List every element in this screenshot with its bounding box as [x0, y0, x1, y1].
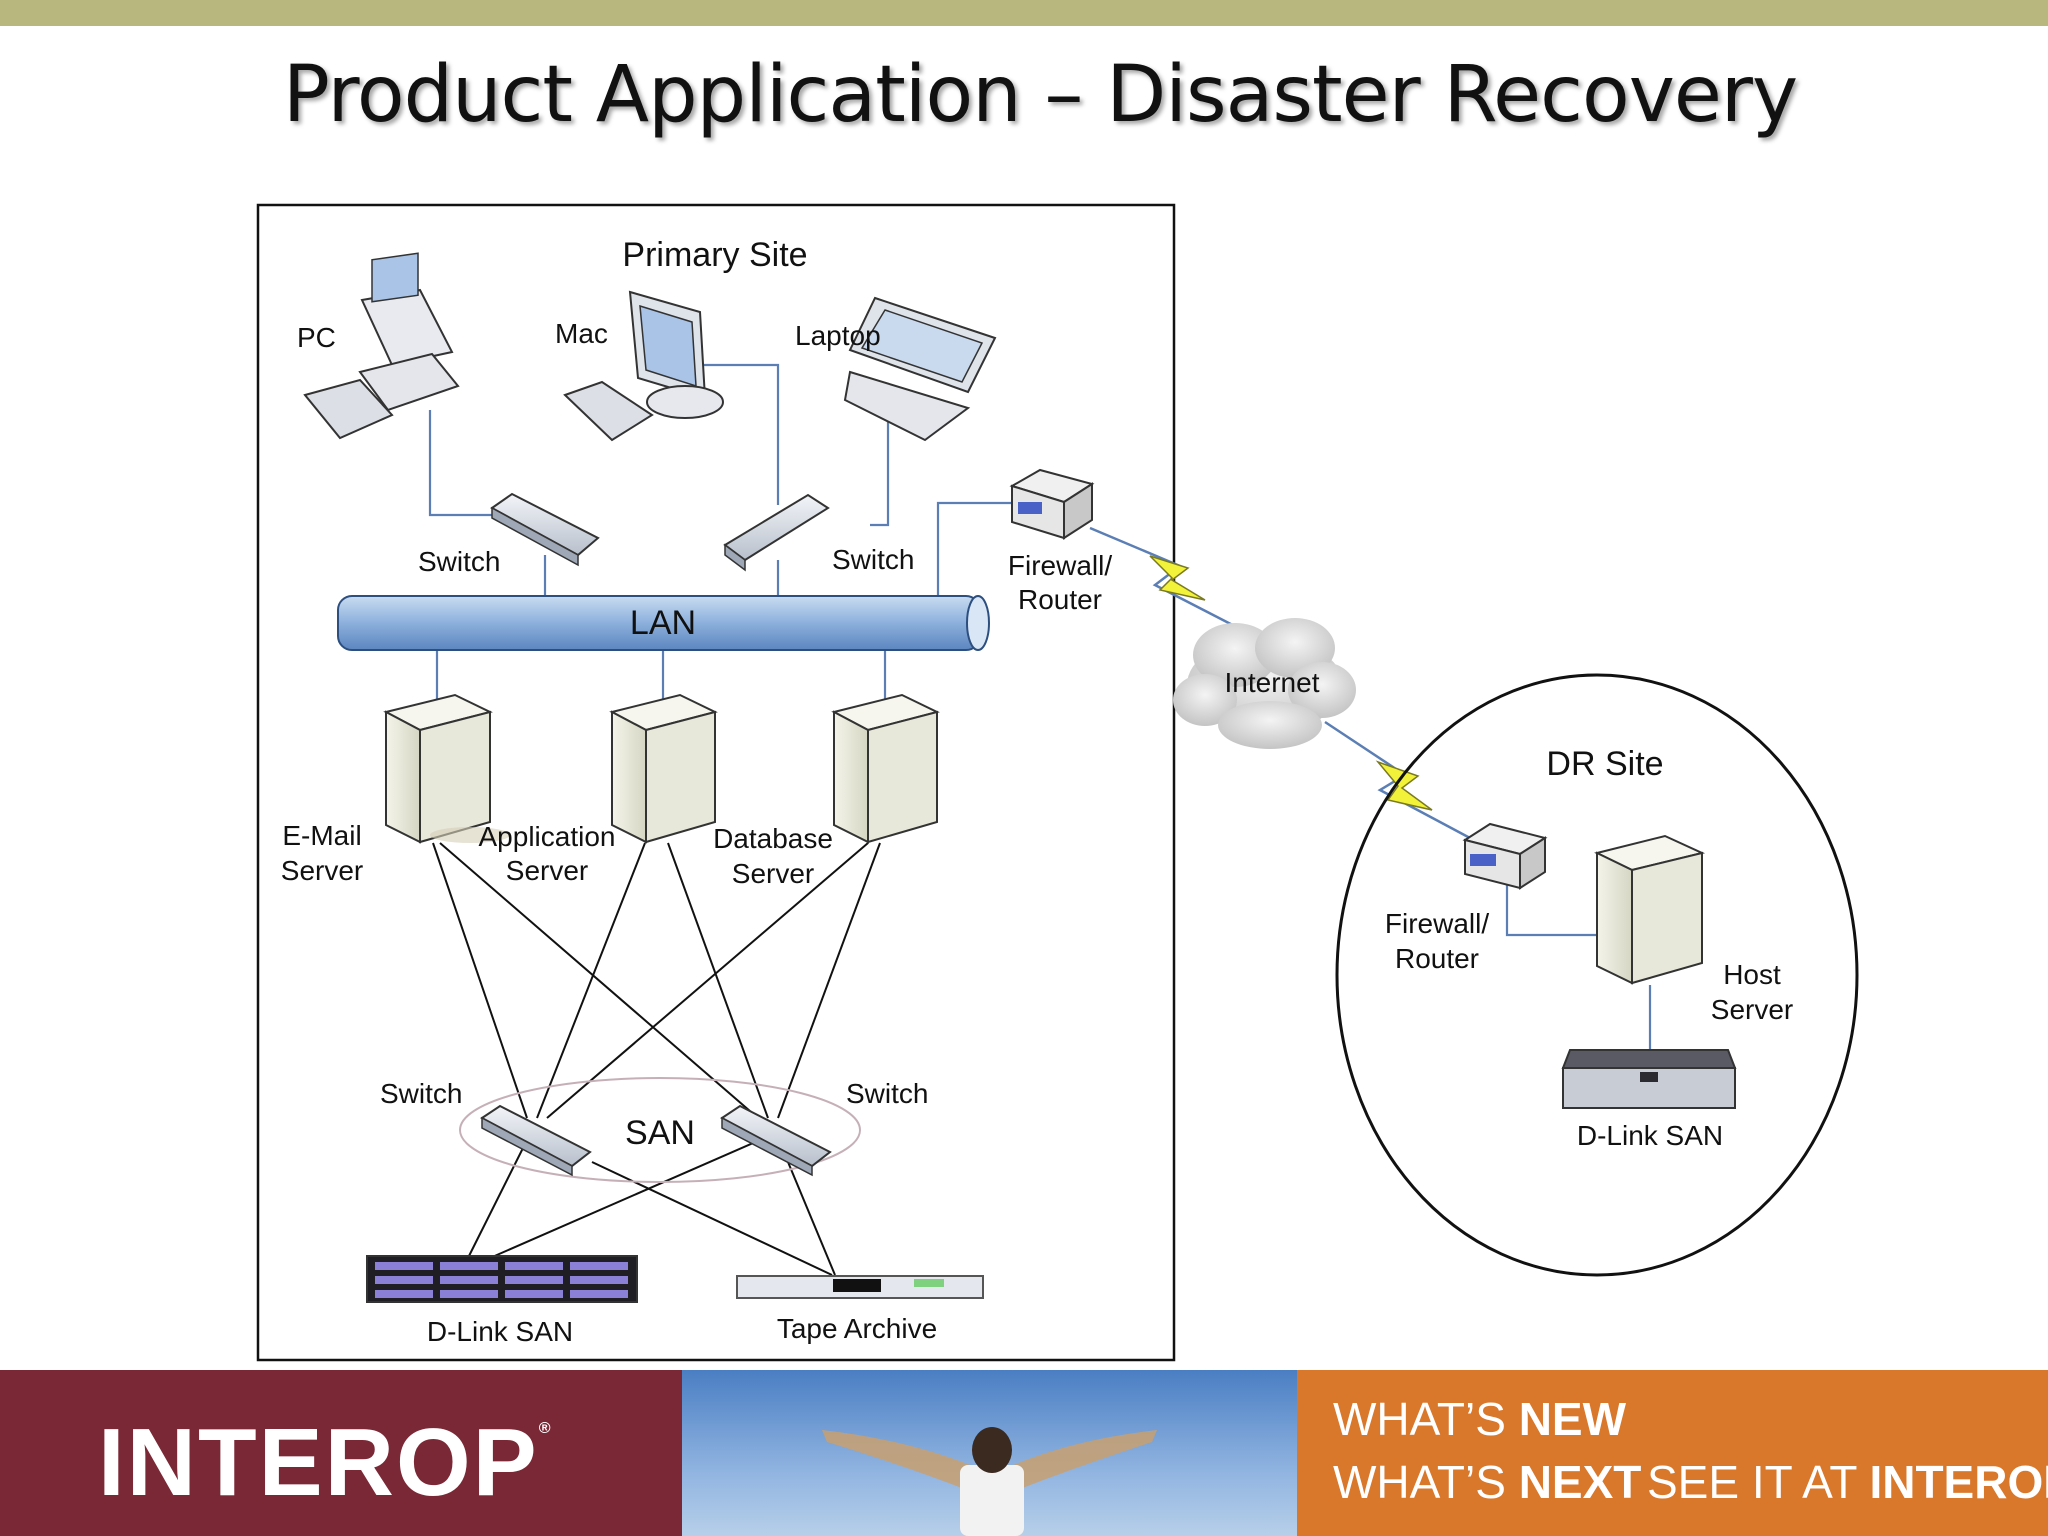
- tagline-whats-new: WHAT’S NEW: [1333, 1393, 1627, 1445]
- wan-link-dr: [1324, 720, 1471, 840]
- tape-archive-label: Tape Archive: [777, 1313, 937, 1344]
- san-label: SAN: [625, 1114, 695, 1152]
- tagline-whats-next: WHAT’S NEXT: [1333, 1456, 1642, 1508]
- host-server-label-line2: Server: [1711, 994, 1793, 1025]
- top-accent-bar: [0, 0, 2048, 26]
- dr-firewall-label-line2: Router: [1395, 943, 1479, 974]
- laptop-label: Laptop: [795, 320, 881, 351]
- mac-label: Mac: [555, 318, 608, 349]
- dr-dlink-san-label: D-Link SAN: [1577, 1120, 1723, 1151]
- laptop-icon: [843, 296, 997, 442]
- server-icon: [383, 693, 510, 844]
- switch-icon: [490, 492, 600, 567]
- san-switch-label-right: Switch: [846, 1078, 928, 1109]
- host-server-label-line1: Host: [1723, 959, 1781, 990]
- primary-site-title: Primary Site: [622, 236, 807, 274]
- server-icon: [1594, 834, 1706, 985]
- dlink-san-label: D-Link SAN: [427, 1316, 573, 1347]
- mac-icon: [563, 290, 724, 442]
- dr-firewall-label-line1: Firewall/: [1385, 908, 1489, 939]
- slide-title: Product Application – Disaster Recovery: [282, 50, 1798, 140]
- network-diagram: Primary Site SAN PC: [256, 203, 1859, 1362]
- footer-brand-panel: INTEROP®: [0, 1370, 682, 1536]
- footer-banner: INTEROP® WHAT’S NEW WHAT’S NEXT SEE IT A…: [0, 1370, 2048, 1536]
- tape-archive-icon: [736, 1275, 984, 1299]
- switch-icon: [723, 493, 830, 572]
- footer-photo-panel: [682, 1370, 1297, 1536]
- dr-site-title: DR Site: [1546, 745, 1663, 783]
- internet-cloud-icon: [1173, 618, 1356, 749]
- lan-backbone: [337, 595, 990, 651]
- interop-logo-text: INTEROP: [98, 1409, 539, 1516]
- server-icon: [831, 693, 940, 844]
- dr-site-boundary: [1335, 673, 1859, 1277]
- app-server-label-line2: Server: [506, 855, 588, 886]
- app-server-label-line1: Application: [479, 821, 616, 852]
- pc-label: PC: [297, 322, 336, 353]
- email-server-label-line2: Server: [281, 855, 363, 886]
- san-switch-label-left: Switch: [380, 1078, 462, 1109]
- interop-logo[interactable]: INTEROP®: [98, 1408, 553, 1518]
- email-server-label-line1: E-Mail: [282, 820, 361, 851]
- footer-tagline-panel: WHAT’S NEW WHAT’S NEXT SEE IT AT INTEROP: [1297, 1370, 2048, 1536]
- san-zone-ellipse: [459, 1077, 861, 1183]
- db-server-label-line1: Database: [713, 823, 833, 854]
- db-server-label-line2: Server: [732, 858, 814, 889]
- switch-icon: [480, 1104, 592, 1177]
- san-connection-lines: [432, 842, 881, 1276]
- pc-icon: [303, 252, 460, 440]
- wan-link-primary: [1089, 526, 1253, 637]
- firewall-label-line2: Router: [1018, 584, 1102, 615]
- registered-mark: ®: [538, 1420, 553, 1437]
- server-icon: [609, 693, 718, 844]
- lan-connection-lines: [428, 363, 1652, 1050]
- lan-label: LAN: [630, 604, 696, 642]
- storage-array-icon: [1561, 1049, 1737, 1109]
- tagline-see-it: SEE IT AT INTEROP: [1647, 1456, 2048, 1508]
- switch-icon: [720, 1104, 832, 1177]
- storage-array-icon: [366, 1255, 638, 1303]
- person-arms-open-image: [822, 1427, 1157, 1536]
- switch-label-right: Switch: [832, 544, 914, 575]
- switch-label-left: Switch: [418, 546, 500, 577]
- firewall-router-icon: [1462, 822, 1548, 890]
- firewall-label-line1: Firewall/: [1008, 550, 1112, 581]
- firewall-router-icon: [1009, 468, 1095, 540]
- internet-label: Internet: [1225, 667, 1320, 698]
